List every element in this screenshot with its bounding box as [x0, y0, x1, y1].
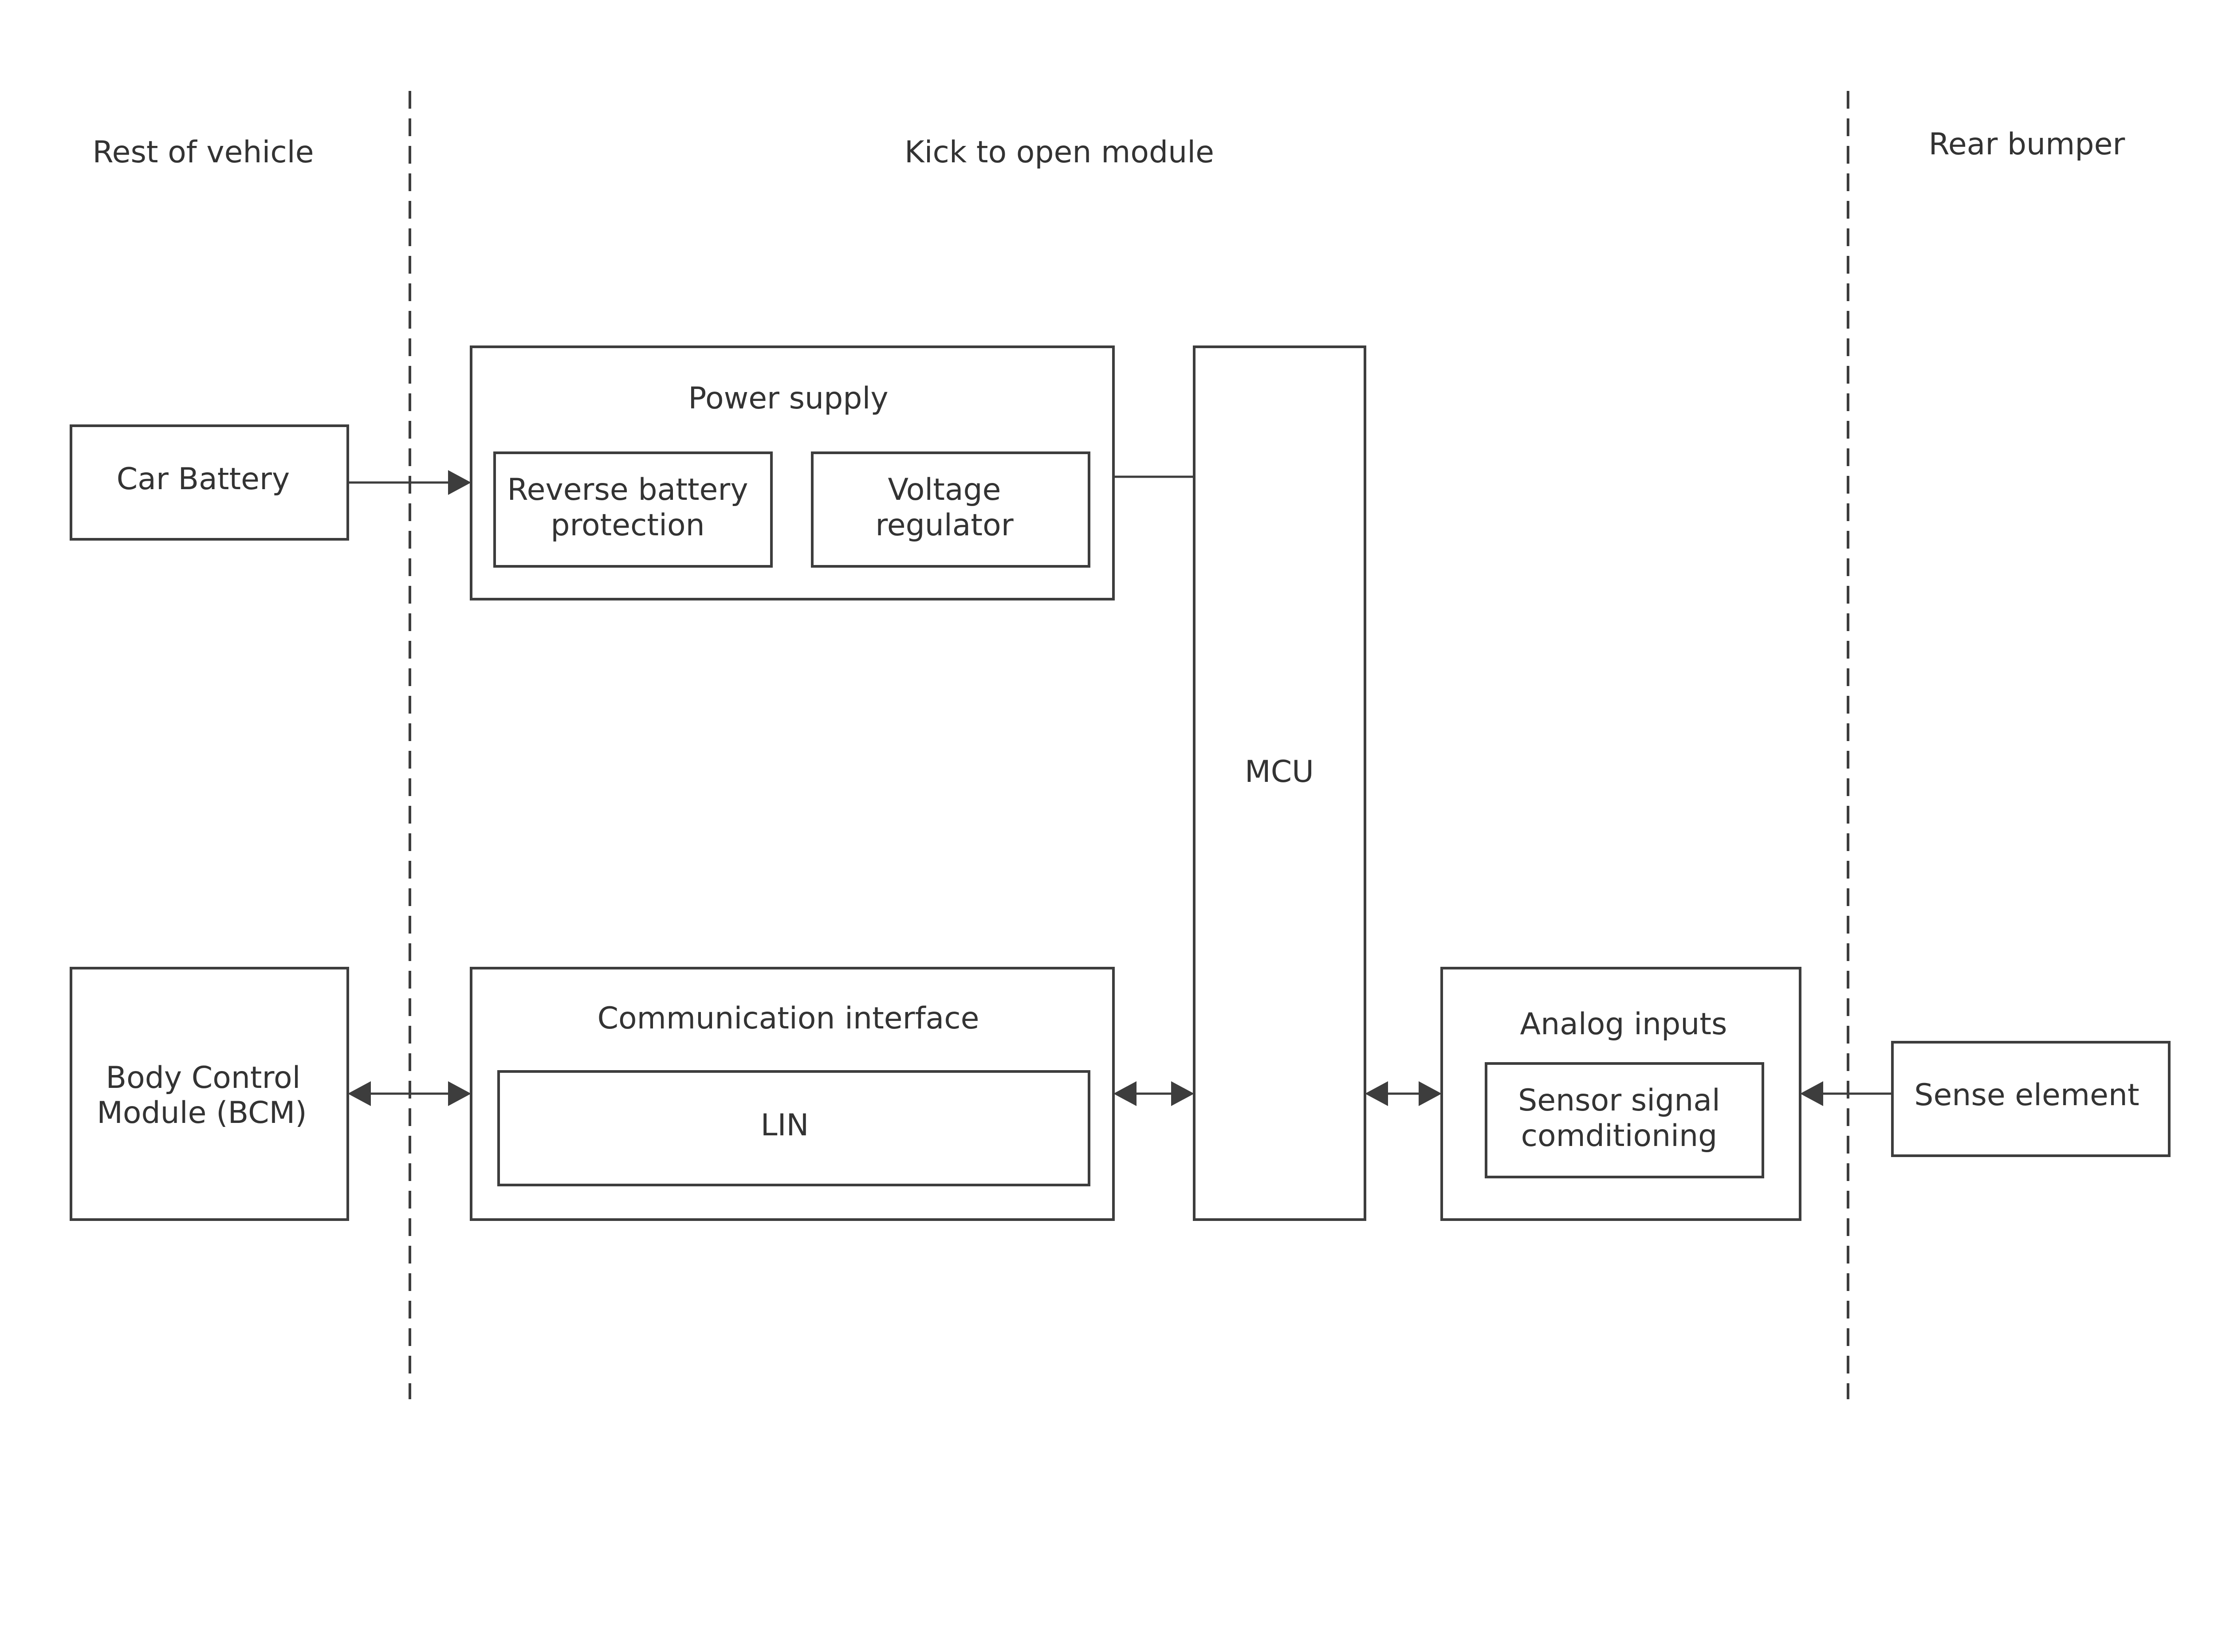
- battery-to-power-supply-arrow: [348, 470, 471, 495]
- voltage-regulator-label-line-2: regulator: [875, 508, 1013, 543]
- zone-label-rest-of-vehicle: Rest of vehicle: [92, 135, 314, 170]
- voltage-regulator-label-line-1: Voltage: [888, 472, 1001, 507]
- zone-label-rear-bumper: Rear bumper: [1929, 127, 2125, 162]
- sensor-signal-label-line-1: Sensor signal: [1518, 1083, 1720, 1118]
- communication-interface-label: Communication interface: [598, 1001, 979, 1036]
- sense-element-to-analog-inputs-arrow: [1800, 1081, 1892, 1106]
- communication-interface-block: Communication interface LIN: [470, 967, 1115, 1221]
- bcm-block: Body Control Module (BCM): [70, 967, 349, 1221]
- comm-interface-to-mcu-arrow: [1113, 1081, 1194, 1106]
- sense-element-block: Sense element: [1891, 1041, 2171, 1157]
- bcm-label-line-1: Body Control: [106, 1060, 300, 1095]
- bcm-label-line-2: Module (BCM): [97, 1095, 307, 1130]
- sensor-signal-conditioning-block: Sensor signal comditioning: [1485, 1062, 1764, 1178]
- bcm-to-comm-interface-arrow: [348, 1081, 471, 1106]
- car-battery-block: Car Battery: [70, 424, 349, 541]
- car-battery-label: Car Battery: [117, 462, 290, 497]
- lin-block: LIN: [497, 1070, 1090, 1186]
- power-supply-label: Power supply: [688, 381, 888, 416]
- reverse-battery-label-line-1: Reverse battery: [507, 472, 748, 507]
- mcu-label: MCU: [1245, 754, 1314, 789]
- voltage-regulator-block: Voltage regulator: [811, 451, 1090, 568]
- sense-element-label: Sense element: [1914, 1078, 2139, 1113]
- power-supply-block: Power supply Reverse battery protection …: [470, 345, 1115, 600]
- mcu-block: MCU: [1193, 345, 1366, 1221]
- analog-inputs-label: Analog inputs: [1520, 1007, 1727, 1042]
- zone-label-kick-to-open-module: Kick to open module: [905, 135, 1214, 170]
- reverse-battery-label-line-2: protection: [551, 508, 704, 543]
- lin-label: LIN: [761, 1108, 809, 1143]
- reverse-battery-protection-block: Reverse battery protection: [493, 451, 773, 568]
- sensor-signal-label-line-2: comditioning: [1521, 1118, 1718, 1154]
- analog-inputs-block: Analog inputs Sensor signal comditioning: [1440, 967, 1801, 1221]
- mcu-to-analog-inputs-arrow: [1365, 1081, 1442, 1106]
